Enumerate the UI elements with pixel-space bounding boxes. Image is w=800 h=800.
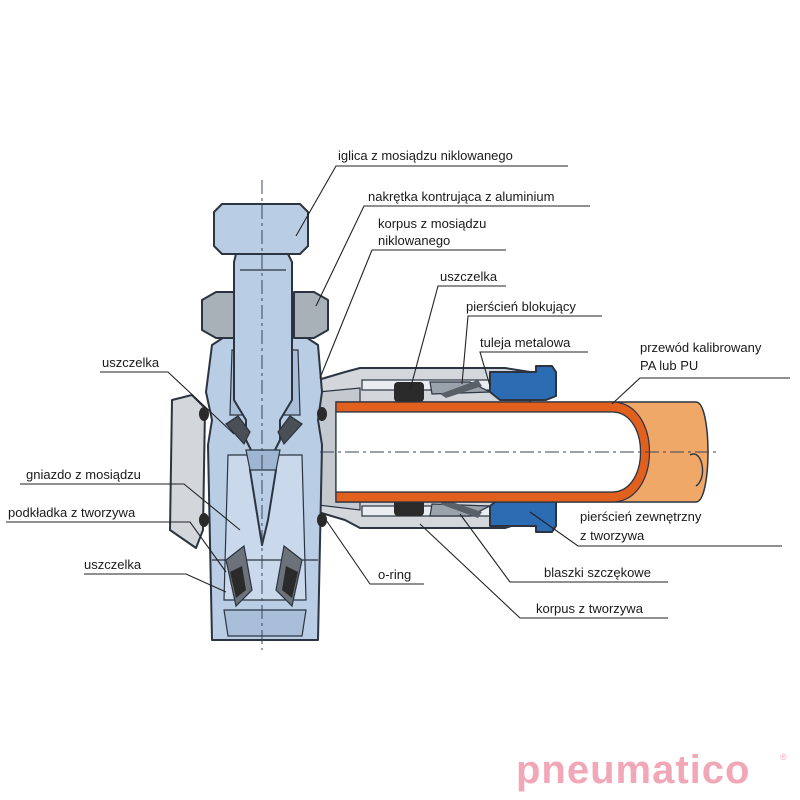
label-seal-upper-left: uszczelka (102, 355, 160, 370)
label-seal-right: uszczelka (440, 269, 498, 284)
upper-seal (225, 415, 303, 446)
leader-lines (6, 165, 790, 619)
registered-mark: ® (780, 752, 787, 762)
brand-logo: pneumatico ® (516, 748, 787, 792)
label-seal-lower-left: uszczelka (84, 557, 142, 572)
label-outer-ring-line1: pierścień zewnętrzny (580, 509, 702, 524)
label-brass-body-line2: niklowanego (378, 233, 450, 248)
label-metal-sleeve: tuleja metalowa (480, 335, 571, 350)
outer-ring (489, 365, 557, 533)
label-plastic-body: korpus z tworzywa (536, 601, 644, 616)
label-seat: gniazdo z mosiądzu (26, 467, 141, 482)
label-oring: o-ring (378, 567, 411, 582)
label-tube-line1: przewód kalibrowany (640, 340, 762, 355)
lower-seal-and-washer (225, 544, 303, 608)
clamp-plates (440, 380, 482, 518)
brand-name-tail: co (702, 748, 751, 792)
brand-name-main: pneumati (516, 748, 702, 792)
o-ring-left (199, 407, 209, 527)
label-brass-body-line1: korpus z mosiądzu (378, 216, 486, 231)
needle (213, 203, 309, 546)
label-outer-ring-line2: z tworzywa (580, 528, 645, 543)
label-needle: iglica z mosiądzu niklowanego (338, 148, 513, 163)
o-ring-right (317, 407, 327, 527)
svg-text:pneumatico: pneumatico (516, 748, 750, 792)
label-locking-ring: pierścień blokujący (466, 299, 576, 314)
label-locknut: nakrętka kontrująca z aluminium (368, 189, 554, 204)
label-washer: podkładka z tworzywa (8, 505, 136, 520)
label-tube-line2: PA lub PU (640, 358, 698, 373)
label-clamp-plates: blaszki szczękowe (544, 565, 651, 580)
